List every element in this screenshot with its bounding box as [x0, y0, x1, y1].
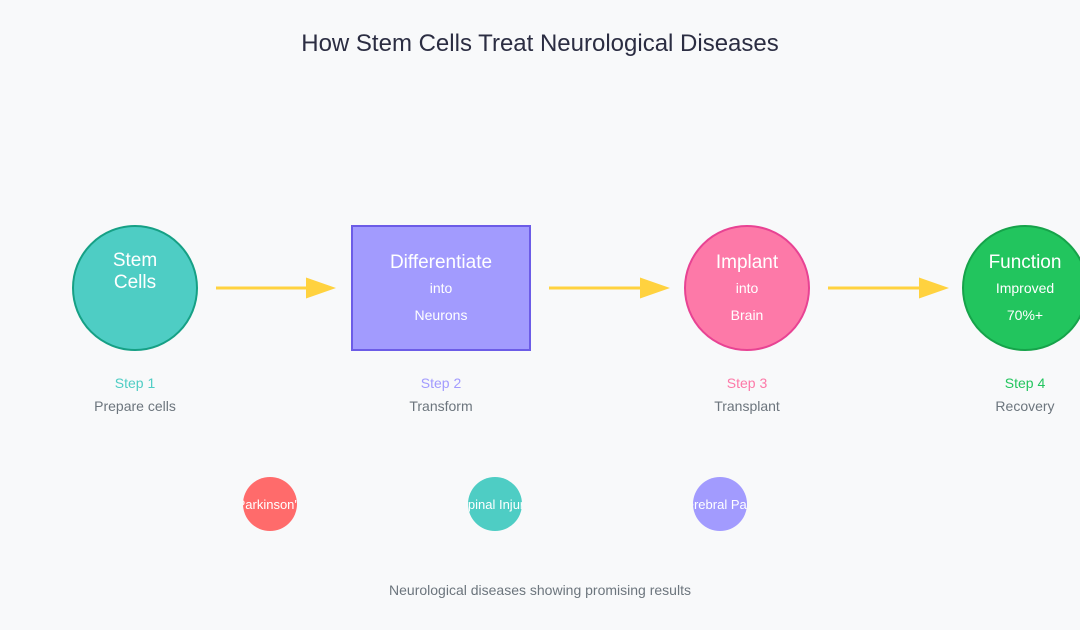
- step-2-description: Transform: [409, 398, 472, 414]
- step-1-description: Prepare cells: [94, 398, 176, 414]
- disease-caption: Neurological diseases showing promising …: [389, 582, 691, 598]
- step-2-box: [351, 225, 531, 351]
- disease-circle-3: [693, 477, 747, 531]
- step-3-subtext: into: [736, 280, 759, 296]
- step-3-circle: [684, 225, 810, 351]
- diagram-title: How Stem Cells Treat Neurological Diseas…: [301, 30, 779, 57]
- step-4-label: Step 4: [1005, 375, 1046, 391]
- disease-label-1: Parkinson's: [237, 497, 304, 512]
- step-4-circle: [962, 225, 1080, 351]
- step-4-description: Recovery: [995, 398, 1054, 414]
- step-1-label: Step 1: [115, 375, 156, 391]
- step-1-circle: [72, 225, 198, 351]
- disease-label-2: Spinal Injury: [459, 497, 531, 512]
- step-2-title: Differentiate: [390, 252, 492, 273]
- step-1-title: Cells: [114, 272, 156, 293]
- disease-label-3: Cerebral Palsy: [677, 497, 763, 512]
- step-3-title: Implant: [716, 252, 779, 273]
- step-4-subtext: 70%+: [1007, 307, 1043, 323]
- step-3-subtext: Brain: [731, 307, 764, 323]
- step-3-label: Step 3: [727, 375, 768, 391]
- step-2-subtext: Neurons: [415, 307, 468, 323]
- step-4-subtext: Improved: [996, 280, 1054, 296]
- step-4-title: Function: [989, 252, 1062, 273]
- disease-circle-2: [468, 477, 522, 531]
- step-2-label: Step 2: [421, 375, 462, 391]
- step-1-title: Stem: [113, 250, 157, 271]
- disease-circle-1: [243, 477, 297, 531]
- step-3-description: Transplant: [714, 398, 780, 414]
- step-2-subtext: into: [430, 280, 453, 296]
